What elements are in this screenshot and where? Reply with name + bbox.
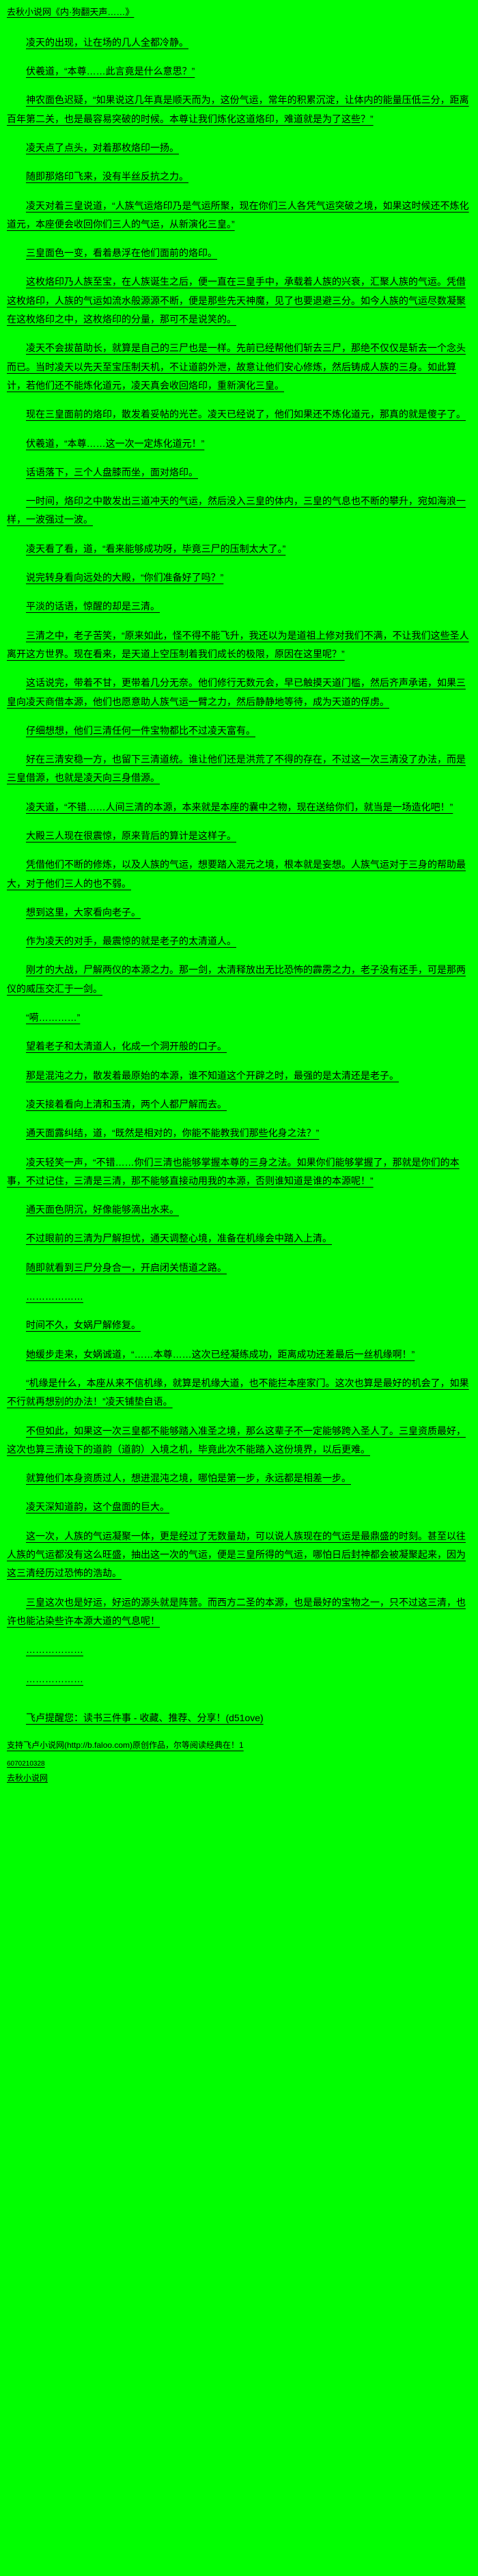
- page-footer: 飞卢提醒您：读书三件事 - 收藏、推荐、分享！(d51ove) 支持飞卢小说网(…: [7, 1709, 470, 1784]
- paragraph: 凭借他们不断的修炼，以及人族的气运，想要踏入混元之境，根本就是妄想。人族气运对于…: [7, 859, 466, 889]
- paragraph: 三清之中，老子苦笑，“原来如此，怪不得不能飞升，我还以为是道祖上修对我们不满，不…: [7, 629, 469, 659]
- paragraph: 随即那烙印飞来，没有半丝反抗之力。: [26, 171, 188, 182]
- paragraph: 凌天接着看向上清和玉清，两个人都尸解而去。: [26, 1098, 227, 1110]
- paragraph: 不过眼前的三清为尸解担忧，通天调整心境，准备在机缘会中踏入上清。: [26, 1233, 332, 1244]
- paragraph: 大殿三人现在很震惊，原来背后的算计是这样子。: [26, 830, 236, 841]
- paragraph: 通天面露纠结，道，“既然是相对的，你能不能教我们那些化身之法？”: [26, 1127, 320, 1139]
- paragraph: 凌天看了看，道，“看来能够成功呀，毕竟三尸的压制太大了。”: [26, 543, 286, 554]
- paragraph: 刚才的大战，尸解两仪的本源之力。那一剑，太清释放出无比恐怖的霹雳之力，老子没有还…: [7, 964, 466, 994]
- paragraph: 不但如此，如果这一次三皇都不能够踏入准圣之境，那么这辈子不一定能够跨入圣人了。三…: [7, 1425, 466, 1455]
- paragraph: 凌天深知道韵，这个盘面的巨大。: [26, 1501, 169, 1513]
- paragraph: 一时间，烙印之中散发出三道冲天的气运，然后没入三皇的体内，三皇的气息也不断的攀升…: [7, 495, 466, 525]
- paragraph: 凌天的出现，让在场的几人全都冷静。: [26, 36, 188, 48]
- paragraph: 凌天道，“不错……人间三清的本源，本来就是本座的囊中之物，现在送给你们，就当是一…: [26, 801, 453, 812]
- paragraph: 通天面色阴沉，好像能够滴出水来。: [26, 1204, 179, 1216]
- paragraph: 望着老子和太清道人，化成一个洞开般的口子。: [26, 1041, 227, 1052]
- paragraph: 她缓步走来，女娲诚道，“……本尊……这次已经凝练成功，距离成功还差最后一丝机缘啊…: [26, 1348, 415, 1360]
- novel-page: 去秋小说网《内·狗翻天声……》 凌天的出现，让在场的几人全都冷静。伏羲道，“本尊…: [7, 7, 470, 1784]
- paragraph: 三皇面色一变，看着悬浮在他们面前的烙印。: [26, 247, 217, 259]
- paragraph: 说完转身看向远处的大殿，“你们准备好了吗？”: [26, 572, 224, 584]
- faloo-reminder-line: 飞卢提醒您：读书三件事 - 收藏、推荐、分享！(d51ove): [26, 1712, 264, 1723]
- faloo-support-line: 支持飞卢小说网(http://b.faloo.com)原创作品，尔等阅读经典在！…: [7, 1740, 244, 1751]
- paragraph: 仔细想想，他们三清任何一件宝物都比不过凌天富有。: [26, 724, 255, 736]
- paragraph: 现在三皇面前的烙印，散发着妥帖的光芒。凌天已经说了，他们如果还不炼化道元，那真的…: [26, 409, 466, 420]
- paragraph: ………………: [26, 1291, 83, 1302]
- paragraph: 平淡的话语，惊醒的却是三清。: [26, 601, 160, 612]
- paragraph: 这话说完，带着不甘，更带着几分无奈。他们修行无数元会，早已触摸天道门槛，然后齐声…: [7, 677, 466, 707]
- paragraph: ………………: [26, 1644, 83, 1656]
- paragraph: 这枚烙印乃人族至宝，在人族诞生之后，便一直在三皇手中，承载着人族的兴衰，汇聚人族…: [7, 276, 466, 325]
- paragraph: 作为凌天的对手，最震惊的就是老子的太清道人。: [26, 935, 236, 947]
- paragraph: 好在三清安稳一方，也留下三清道统。谁让他们还是洪荒了不得的存在，不过这一次三清没…: [7, 754, 466, 784]
- page-header-line: 去秋小说网《内·狗翻天声……》: [7, 7, 135, 17]
- paragraph: 凌天对着三皇说道，“人族气运烙印乃是气运所聚，现在你们三人各凭气运突破之境，如果…: [7, 200, 469, 230]
- site-link[interactable]: 去秋小说网: [7, 1773, 48, 1783]
- paragraph: 凌天点了点头，对着那枚烙印一扬。: [26, 141, 179, 153]
- paragraph: 话语落下，三个人盘膝而坐，面对烙印。: [26, 466, 198, 478]
- chapter-body: 凌天的出现，让在场的几人全都冷静。伏羲道，“本尊……此言竟是什么意思？” 神农面色…: [7, 33, 470, 1688]
- paragraph: ………………: [26, 1673, 83, 1684]
- paragraph: “机缘是什么，本座从来不信机缘，就算是机缘大道，也不能拦本座家门。这次也算是最好…: [7, 1377, 469, 1408]
- paragraph: 凌天轻笑一声，“不错……你们三清也能够掌握本尊的三身之法。如果你们能够掌握了，那…: [7, 1156, 460, 1186]
- paragraph: 伏羲道，“本尊……此言竟是什么意思？”: [26, 66, 195, 77]
- paragraph: 想到这里，大家看向老子。: [26, 906, 141, 918]
- paragraph: 伏羲道，“本尊……这一次一定炼化道元！”: [26, 437, 205, 449]
- paragraph: 这一次，人族的气运凝聚一体，更是经过了无数量劫，可以说人族现在的气运是最鼎盛的时…: [7, 1530, 466, 1579]
- paragraph: 那是混沌之力，散发着最原始的本源，谁不知道这个开辟之时，最强的是太清还是老子。: [26, 1069, 399, 1081]
- paragraph: 三皇这次也是好运，好运的源头就是阵营。而西方二圣的本源，也是最好的宝物之一，只不…: [7, 1596, 466, 1626]
- paragraph: 随即就看到三尸分身合一，开启闭关悟道之路。: [26, 1261, 227, 1273]
- paragraph: 凌天不会拔苗助长，就算是自己的三尸也是一样。先前已经帮他们斩去三尸，那绝不仅仅是…: [7, 342, 466, 391]
- paragraph: “嗬…………”: [26, 1012, 81, 1024]
- paragraph: 神农面色迟疑，“如果说这几年真是顺天而为，这份气运，常年的积累沉淀，让体内的能量…: [7, 94, 469, 124]
- paragraph: 就算他们本身资质过人，想进混沌之境，哪怕是第一步，永远都是相差一步。: [26, 1472, 351, 1484]
- document-id: 6070210328: [7, 1760, 45, 1768]
- paragraph: 时间不久，女娲尸解修复。: [26, 1319, 141, 1331]
